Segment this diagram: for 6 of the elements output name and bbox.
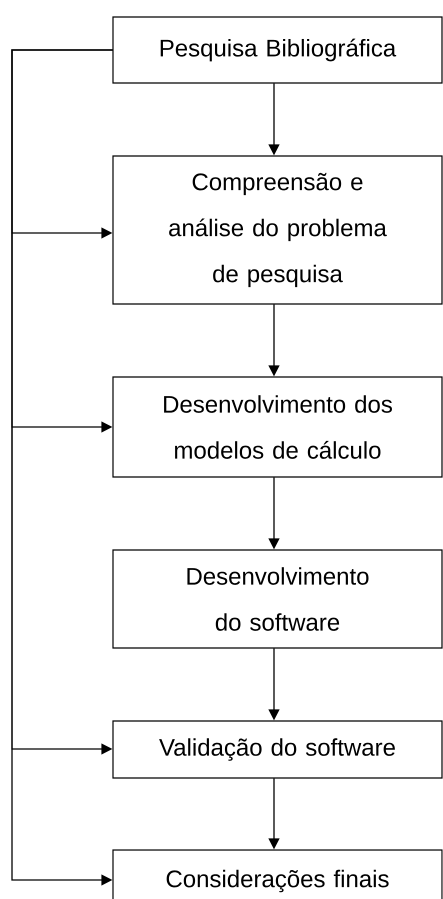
process-box: Compreensão e análise do problema de pesquisa	[112, 155, 443, 305]
process-box: Validação do software	[112, 720, 443, 779]
process-box: Pesquisa Bibliográfica	[112, 16, 443, 84]
process-box: Considerações finais	[112, 849, 443, 899]
process-box: Desenvolvimento dos modelos de cálculo	[112, 376, 443, 478]
process-box: Desenvolvimento do software	[112, 549, 443, 649]
